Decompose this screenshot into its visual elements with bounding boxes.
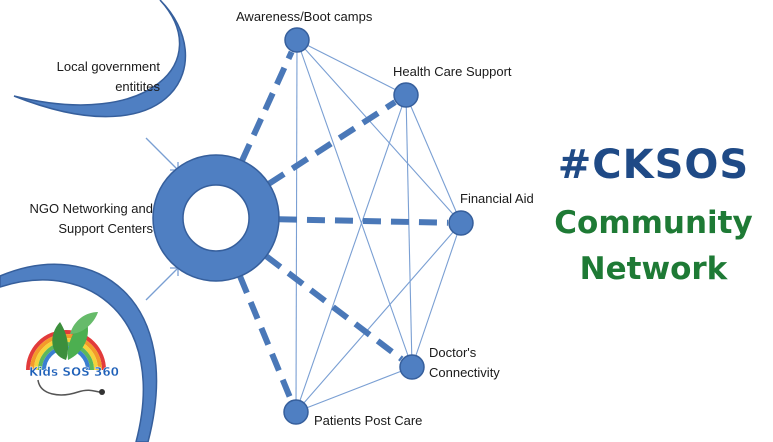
thin-edge-health-financial: [405, 94, 462, 224]
dashed-edge-group: [237, 50, 449, 402]
brand-line-community: Community: [554, 205, 753, 241]
crescent-arc-top: [13, 0, 187, 118]
hub-ring-outline-outer: [152, 154, 280, 282]
node-dot-group: [283, 27, 474, 425]
dashed-edge-hub-patients: [237, 275, 294, 402]
thin-edge-health-doctor: [405, 94, 413, 368]
hub-ring: [153, 155, 279, 281]
hub-ring-outline-inner: [182, 184, 250, 252]
ngo-label: NGO Networking and Support Centers: [0, 199, 153, 239]
node-label-doctor-line2: Connectivity: [429, 365, 500, 380]
brand-line-network: Network: [579, 251, 728, 287]
logo-rainbow-red: [26, 330, 106, 371]
thin-edge-awareness-doctor: [296, 39, 413, 368]
ngo-label-line1: NGO Networking and: [29, 201, 153, 216]
thin-edge-awareness-financial: [296, 39, 462, 224]
thin-edge-financial-doctor: [411, 222, 462, 368]
local-government-label-line1: Local government: [56, 59, 160, 74]
thin-edge-group: [295, 39, 462, 413]
thin-edge-health-patients: [295, 94, 407, 413]
node-dot-doctor: [399, 354, 425, 380]
kids-sos-logo: Kids SOS 360: [26, 312, 119, 396]
crescent-arc-bottom: [0, 263, 158, 442]
dashed-edge-hub-financial: [278, 216, 449, 226]
node-label-doctor-line1: Doctor's: [429, 345, 477, 360]
node-label-patients: Patients Post Care: [314, 413, 423, 428]
local-government-label-line2: entitites: [115, 79, 160, 94]
dashed-edge-hub-health: [267, 99, 397, 187]
thin-edge-awareness-patients: [295, 39, 298, 413]
node-dot-awareness: [284, 27, 310, 53]
thin-edge-doctor-patients: [295, 366, 413, 413]
logo-text: Kids SOS 360: [29, 365, 119, 379]
node-label-awareness: Awareness/Boot camps: [236, 9, 373, 24]
logo-leaf-left: [52, 322, 68, 360]
logo-leaf-top: [70, 312, 98, 334]
local-government-label: Local government entitites: [20, 57, 160, 97]
arrow-local-gov-to-hub: [145, 137, 179, 171]
node-dot-health: [393, 82, 419, 108]
dashed-edge-hub-doctor: [264, 253, 404, 362]
logo-stethoscope-chestpiece: [99, 389, 105, 395]
thin-edge-financial-patients: [295, 222, 462, 413]
node-dot-patients: [283, 399, 309, 425]
dashed-edge-hub-awareness: [239, 50, 295, 162]
ngo-label-line2: Support Centers: [58, 221, 153, 236]
node-dot-financial: [448, 210, 474, 236]
brand-hashtag: #CKSOS: [557, 142, 750, 188]
arrow-ngo-to-hub: [145, 267, 179, 301]
thin-edge-awareness-health: [296, 39, 407, 96]
node-label-health: Health Care Support: [393, 64, 512, 79]
logo-stethoscope: [37, 379, 101, 396]
node-label-doctor: Doctor's Connectivity: [429, 343, 500, 383]
node-label-financial: Financial Aid: [460, 191, 534, 206]
